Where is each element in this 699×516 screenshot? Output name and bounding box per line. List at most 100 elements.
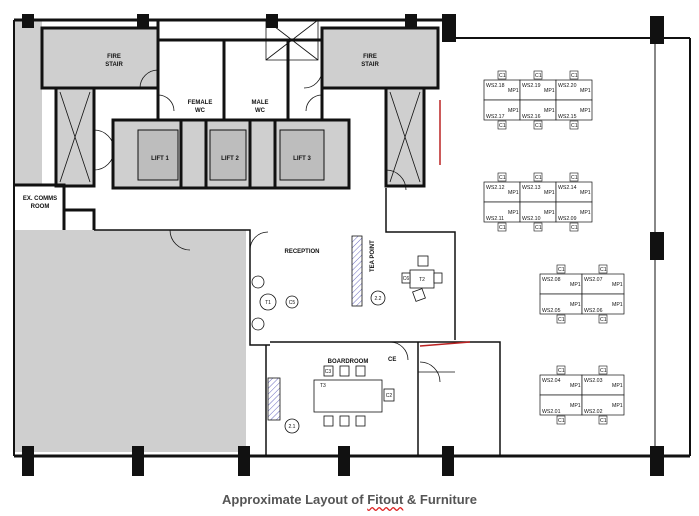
chair <box>556 365 566 375</box>
boardroom-label: BOARDROOM <box>328 359 369 365</box>
workstation-label: WS2.13 <box>522 185 541 191</box>
chair-label: C1 <box>499 123 506 129</box>
pedestal-label: MP1 <box>570 302 581 308</box>
chair-label: C1 <box>571 175 578 181</box>
pedestal-label: MP1 <box>508 108 519 114</box>
chair-c2-label: C2 <box>386 393 393 399</box>
workstation-label: WS2.05 <box>542 308 561 314</box>
boardroom-credenza <box>267 377 281 421</box>
desk <box>555 201 593 223</box>
workstation-label: WS2.18 <box>486 83 505 89</box>
chair <box>556 264 566 274</box>
pedestal-label: MP1 <box>570 403 581 409</box>
pedestal-label: MP1 <box>612 302 623 308</box>
chair-label: C1 <box>499 73 506 79</box>
workstation-label: WS2.19 <box>522 83 541 89</box>
caption-text-start: Approximate Layout of <box>222 492 368 507</box>
pedestal-label: MP1 <box>508 88 519 94</box>
chair-label: C1 <box>535 175 542 181</box>
core-walls <box>14 20 440 230</box>
pedestal-label: MP1 <box>580 210 591 216</box>
chair-label: C1 <box>571 73 578 79</box>
pedestal-label: MP1 <box>544 108 555 114</box>
pedestal-label: MP1 <box>544 210 555 216</box>
tag-2-1: 2.1 <box>284 418 300 434</box>
lift-1-label: LIFT 1 <box>151 156 169 162</box>
workstation-label: WS2.15 <box>558 114 577 120</box>
tea-point-label: TEA POINT <box>370 240 376 272</box>
plan-caption: Approximate Layout of Fitout & Furniture <box>0 492 699 507</box>
chair <box>533 222 543 232</box>
desk <box>581 394 625 416</box>
boardroom-table <box>313 365 395 427</box>
chair-label: C1 <box>600 368 607 374</box>
table-t2-label: T2 <box>419 277 425 283</box>
caption-text-fitout: Fitout <box>367 492 404 507</box>
caption-text-end: & Furniture <box>403 492 477 507</box>
chair-label: C1 <box>535 123 542 129</box>
workstation-label: WS2.16 <box>522 114 541 120</box>
table-t3-label: T3 <box>320 383 326 389</box>
pedestal-label: MP1 <box>544 190 555 196</box>
chair <box>598 314 608 324</box>
workstation-label: WS2.01 <box>542 409 561 415</box>
workstation-label: WS2.14 <box>558 185 577 191</box>
chair-c3-label: C3 <box>325 369 332 375</box>
lift-cross <box>59 19 421 183</box>
pedestal-label: MP1 <box>612 383 623 389</box>
chair <box>533 70 543 80</box>
chair <box>556 314 566 324</box>
workstation-label: WS2.11 <box>486 216 504 222</box>
pedestal-label: MP1 <box>508 190 519 196</box>
workstation-label: WS2.03 <box>584 378 603 384</box>
chair-label: C1 <box>558 267 565 273</box>
red-line <box>419 100 471 347</box>
desk <box>581 293 625 315</box>
reception-furniture <box>251 255 443 331</box>
lift-cars <box>137 129 325 181</box>
chair <box>598 264 608 274</box>
pedestal-label: MP1 <box>544 88 555 94</box>
chair-label: C1 <box>499 175 506 181</box>
chair-label: C1 <box>499 225 506 231</box>
pedestal-label: MP1 <box>570 282 581 288</box>
chair <box>569 172 579 182</box>
chair <box>569 222 579 232</box>
lift-2-label: LIFT 2 <box>221 156 239 162</box>
workstation-label: WS2.17 <box>486 114 505 120</box>
corridor-walls <box>94 188 501 456</box>
workstation-label: WS2.04 <box>542 378 561 384</box>
chair-label: C1 <box>558 418 565 424</box>
pedestal-label: MP1 <box>580 108 591 114</box>
workstation-label: WS2.20 <box>558 83 577 89</box>
tea-point-counter <box>351 235 363 307</box>
chair <box>497 70 507 80</box>
pedestal-label: MP1 <box>612 282 623 288</box>
chair <box>497 222 507 232</box>
pedestal-label: MP1 <box>580 190 591 196</box>
workstation-clusters: WS2.18MP1C1WS2.19MP1C1WS2.20MP1C1WS2.17M… <box>483 70 625 425</box>
reception-label: RECEPTION <box>284 249 319 255</box>
chair-label: C1 <box>535 73 542 79</box>
chair-label: C1 <box>571 225 578 231</box>
chair <box>497 172 507 182</box>
desk <box>555 99 593 121</box>
chair-label: C1 <box>600 267 607 273</box>
lift-3-label: LIFT 3 <box>293 156 311 162</box>
pedestal-label: MP1 <box>612 403 623 409</box>
chair-label: C1 <box>571 123 578 129</box>
tag-2-2: 2.2 <box>370 290 386 306</box>
workstation-label: WS2.09 <box>558 216 577 222</box>
pedestal-label: MP1 <box>580 88 591 94</box>
chair-label: C1 <box>600 317 607 323</box>
pedestal-label: MP1 <box>508 210 519 216</box>
outer-walls <box>13 18 691 458</box>
chair-label: C1 <box>600 418 607 424</box>
table-t1-label: T1 <box>265 300 271 306</box>
workstation-label: WS2.07 <box>584 277 603 283</box>
